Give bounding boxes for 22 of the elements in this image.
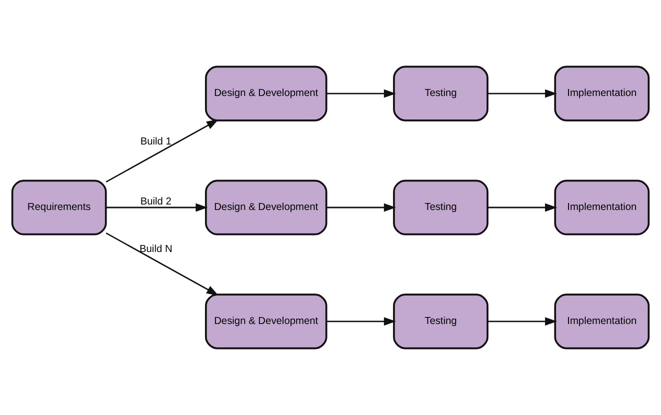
- arrow: [326, 89, 396, 98]
- node-box: Testing: [393, 180, 488, 236]
- node-box: Testing: [393, 294, 488, 350]
- node-box: Design & Development: [204, 180, 328, 236]
- arrow: [326, 317, 396, 326]
- arrow: [488, 203, 558, 212]
- node-box: Requirements: [11, 180, 107, 236]
- arrow: [488, 317, 558, 326]
- arrow: [106, 232, 219, 296]
- node-box: Design & Development: [204, 294, 328, 350]
- edge-label: Build 2: [140, 196, 172, 208]
- node-box: Implementation: [554, 66, 650, 122]
- node-box: Testing: [393, 66, 488, 122]
- node-box: Implementation: [554, 180, 650, 236]
- node-box: Implementation: [554, 294, 650, 350]
- arrow: [488, 89, 558, 98]
- node-box: Design & Development: [204, 66, 328, 122]
- edge-label: Build N: [139, 244, 172, 255]
- edge-label: Build 1: [140, 136, 172, 148]
- arrow: [326, 203, 396, 212]
- arrow: [106, 203, 208, 212]
- arrow: [106, 119, 219, 183]
